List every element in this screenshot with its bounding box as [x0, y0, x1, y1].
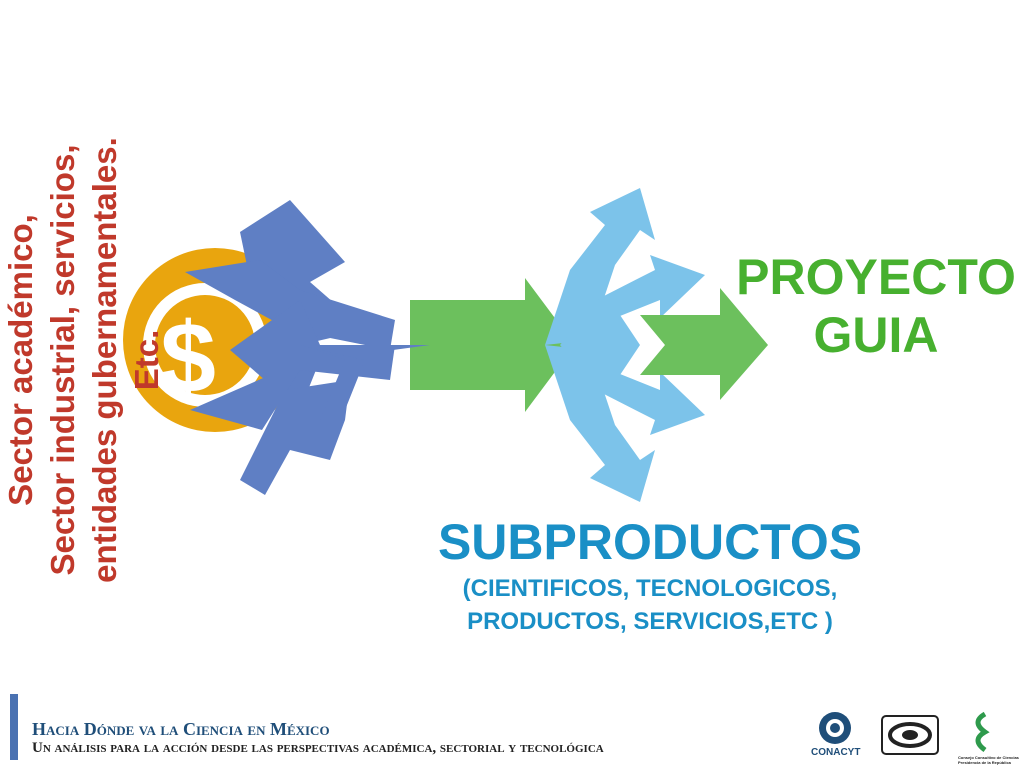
project-label: PROYECTO GUIA: [728, 248, 1024, 364]
project-line-1: PROYECTO: [736, 249, 1016, 305]
footer-accent-bar: [10, 694, 18, 760]
sectors-label: Sector académico, Sector industrial, ser…: [0, 137, 168, 583]
footer-title: Hacia Dónde va la Ciencia en México: [32, 719, 330, 739]
conacyt-logo: [819, 712, 851, 744]
inbound-arrow-2: [185, 260, 395, 350]
footer-subtitle: Un análisis para la acción desde las per…: [32, 740, 604, 756]
byproducts-label: SUBPRODUCTOS (CIENTIFICOS, TECNOLOGICOS,…: [400, 512, 900, 638]
outbound-arrows: [545, 188, 705, 502]
inbound-arrow-5: [240, 380, 350, 495]
academia-emblem-icon: [888, 722, 932, 748]
sectors-line-1: Sector académico,: [2, 214, 39, 506]
academia-logo: [881, 715, 939, 755]
project-line-2: GUIA: [813, 307, 939, 363]
byproducts-title: SUBPRODUCTOS: [437, 514, 863, 570]
inbound-arrows: [185, 200, 430, 495]
conacyt-logo-text: CONACYT: [811, 747, 861, 758]
consejo-logo-text: Consejo Consultivo de Ciencias Presidenc…: [958, 755, 1019, 765]
sectors-line-2: Sector industrial, servicios,: [44, 144, 81, 576]
consejo-emblem-icon: [975, 711, 990, 753]
inbound-arrow-6: [300, 345, 365, 440]
coin-center: [155, 295, 255, 395]
sectors-line-4: Etc.: [128, 329, 165, 391]
center-arrow: [410, 278, 575, 412]
project-arrow: [640, 288, 768, 400]
sectors-line-3: entidades gubernamentales.: [86, 137, 123, 583]
byproducts-detail-1: (CIENTIFICOS, TECNOLOGICOS,: [462, 575, 838, 602]
dollar-sign: $: [160, 302, 216, 414]
outbound-arrow-center: [560, 300, 640, 390]
byproducts-detail-2: PRODUCTOS, SERVICIOS,ETC ): [467, 608, 833, 635]
consejo-logo: [975, 711, 990, 753]
